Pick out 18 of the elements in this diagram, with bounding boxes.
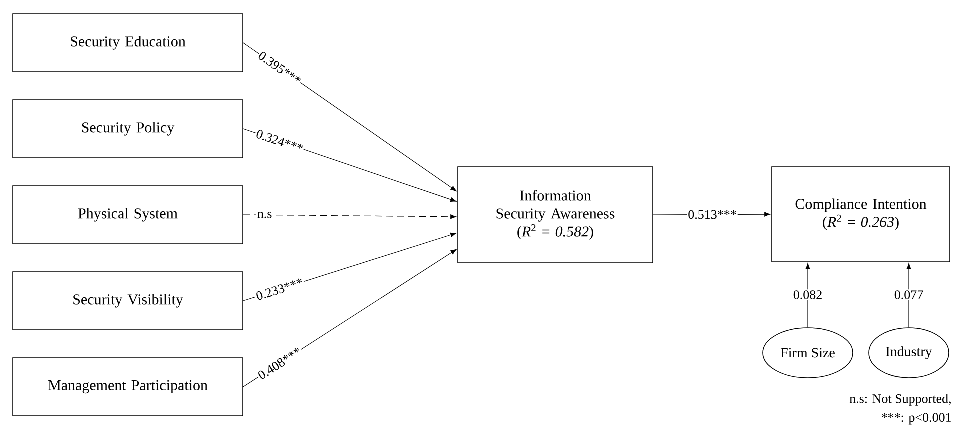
construct-box: Security Visibility xyxy=(12,272,244,330)
arrow xyxy=(243,214,457,220)
edge-label: 0.324*** xyxy=(254,128,306,155)
arrow xyxy=(806,263,810,328)
construct-box: Security Education xyxy=(12,14,244,72)
construct-box: Management Participation xyxy=(12,358,244,416)
edge-label: 0.082 xyxy=(792,290,824,300)
edge-label: 0.233*** xyxy=(254,276,306,302)
arrow xyxy=(906,263,912,328)
construct-box: Physical System xyxy=(12,186,244,244)
edge-label: 0.513*** xyxy=(687,209,738,220)
note-text: n.s: Not Supported, xyxy=(850,394,951,406)
construct-box: Compliance Intention (R$^{2}$ = 0.263) xyxy=(772,166,950,262)
edge-label: 0.077 xyxy=(893,290,925,300)
construct-box: Information Security Awareness (R$^{2}$ = 0.582) xyxy=(458,166,654,264)
note-text: ***: p<0.001 xyxy=(882,413,952,425)
construct-box: Security Policy xyxy=(12,100,244,158)
edge-label: n.s xyxy=(256,210,274,220)
